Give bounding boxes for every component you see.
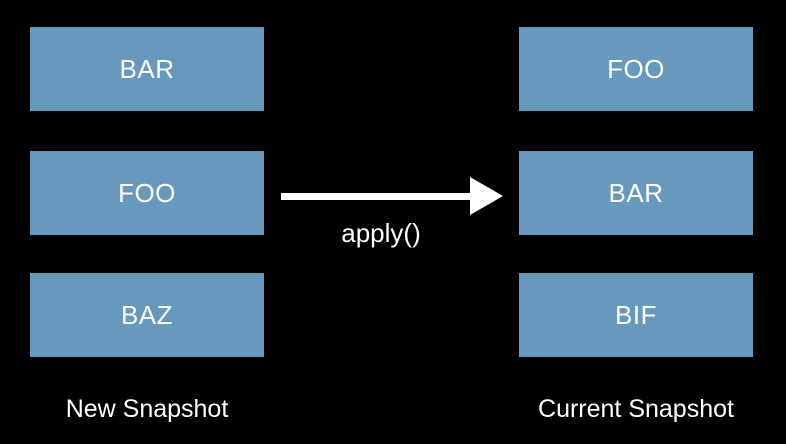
apply-arrow-label: apply() bbox=[341, 218, 421, 248]
apply-arrow-head-icon bbox=[470, 177, 503, 215]
new-snapshot-box-foo: FOO bbox=[30, 151, 264, 235]
current-snapshot-label: Current Snapshot bbox=[538, 395, 734, 423]
new-snapshot-box-baz: BAZ bbox=[30, 273, 264, 357]
new-snapshot-box-bar: BAR bbox=[30, 27, 264, 111]
apply-arrow-shaft bbox=[281, 193, 473, 200]
current-snapshot-box-bar: BAR bbox=[519, 151, 753, 235]
current-snapshot-box-foo: FOO bbox=[519, 27, 753, 111]
current-snapshot-box-bif: BIF bbox=[519, 273, 753, 357]
new-snapshot-label: New Snapshot bbox=[65, 395, 229, 423]
